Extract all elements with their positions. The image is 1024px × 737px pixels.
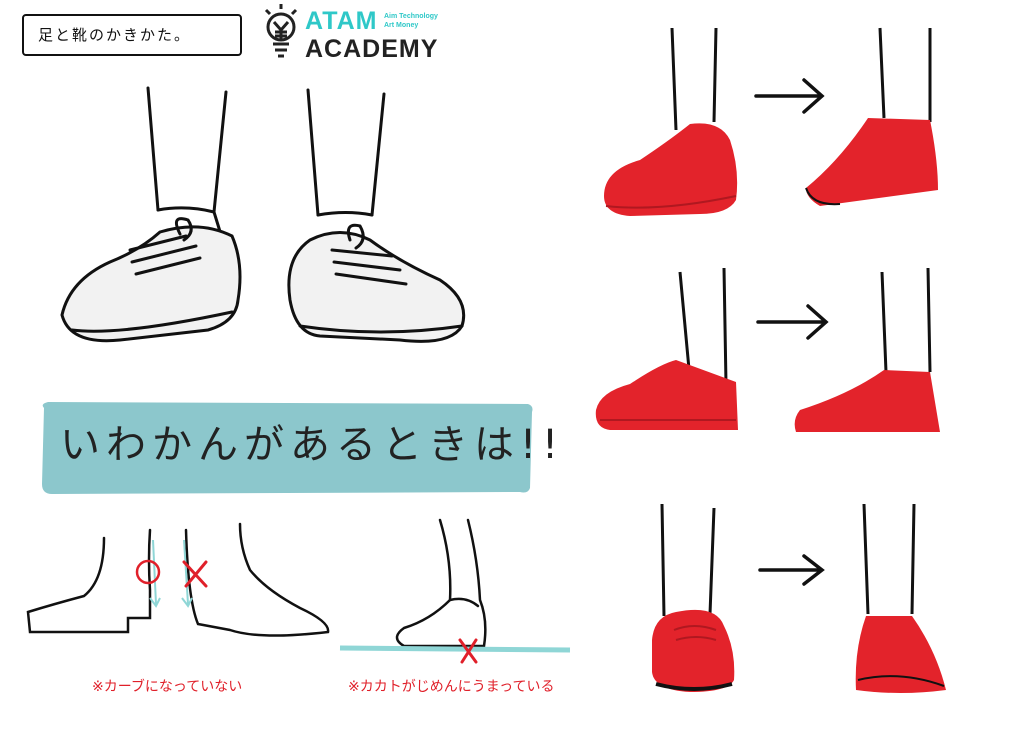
banner-heading: いわかんがあるときは!! xyxy=(60,422,565,468)
logo-text-academy: ACADEMY xyxy=(305,35,439,63)
red-shape-front xyxy=(855,503,946,693)
page-title: 足と靴のかきかた。 xyxy=(38,26,192,44)
logo-subtitle-line1: Aim Technology xyxy=(384,13,438,20)
guide-arrows xyxy=(149,539,193,608)
red-shape-3quarter xyxy=(805,27,938,206)
cross-mark-icon-heel xyxy=(458,638,478,664)
foot-heel-ground xyxy=(395,518,487,648)
red-sneaker-side xyxy=(595,267,738,430)
red-loafer-front xyxy=(652,503,735,692)
note-heel: ※カカトがじめんにうまっている xyxy=(348,679,555,695)
note-curve: ※カーブになっていない xyxy=(92,679,243,695)
logo-subtitle-line2: Art Money xyxy=(384,22,419,29)
foot-curve-comparison xyxy=(26,522,330,637)
circle-mark-icon xyxy=(135,559,161,585)
red-shape-side xyxy=(794,267,940,432)
arrow-right-icon-3 xyxy=(758,554,825,586)
lightbulb-yen-icon xyxy=(264,4,298,58)
title-box xyxy=(22,14,242,56)
red-sneaker-3quarter xyxy=(604,27,738,216)
logo-text-atam: ATAM xyxy=(305,7,378,35)
arrow-right-icon xyxy=(754,78,825,114)
white-sneakers-front xyxy=(60,86,466,343)
arrow-right-icon-2 xyxy=(756,304,829,340)
cross-mark-icon xyxy=(182,560,208,588)
ground-line xyxy=(339,645,571,653)
banner-background xyxy=(42,402,533,494)
